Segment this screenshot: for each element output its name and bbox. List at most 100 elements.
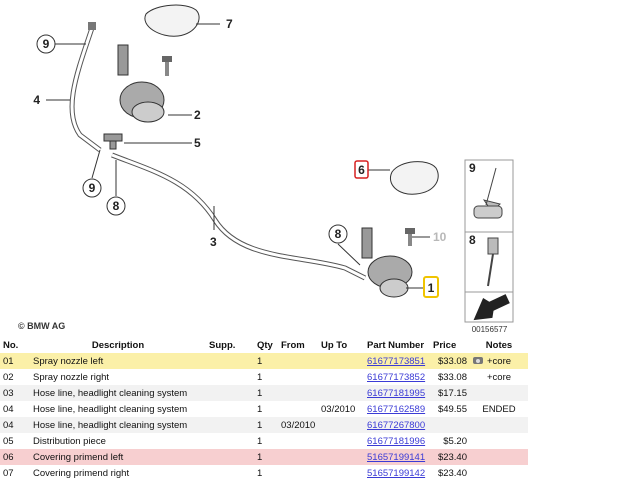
callout-3[interactable]: 3	[210, 235, 217, 249]
part-number-link[interactable]: 61677173851	[367, 355, 426, 367]
header-supp[interactable]: Supp.	[209, 340, 236, 351]
side-callout-8[interactable]: 8	[469, 233, 476, 247]
callout-9-mid[interactable]: 9	[82, 178, 102, 198]
cell-price: $23.40	[430, 449, 470, 465]
side-callout-9[interactable]: 9	[469, 161, 476, 175]
table-row[interactable]: 04 Hose line, headlight cleaning system …	[0, 401, 528, 417]
table-row[interactable]: 05 Distribution piece 1 61677181996 $5.2…	[0, 433, 528, 449]
cell-description: Covering primend right	[30, 465, 206, 481]
cell-from	[278, 353, 318, 369]
cell-no: 01	[0, 353, 30, 369]
part-number-link[interactable]: 51657199141	[367, 451, 426, 463]
header-price[interactable]: Price	[433, 340, 457, 351]
header-from[interactable]: From	[281, 340, 305, 351]
cell-part-number: 61677173851	[364, 353, 430, 369]
part-number-link[interactable]: 61677162589	[367, 403, 426, 415]
cell-qty: 1	[254, 449, 278, 465]
leader-lines	[46, 23, 430, 289]
svg-text:9: 9	[43, 37, 50, 51]
cell-notes	[470, 417, 528, 433]
cell-no: 06	[0, 449, 30, 465]
callout-4[interactable]: 4	[33, 93, 40, 107]
header-up-to[interactable]: Up To	[321, 340, 348, 351]
cell-qty: 1	[254, 433, 278, 449]
cell-no: 02	[0, 369, 30, 385]
cell-from	[278, 401, 318, 417]
part-number-link[interactable]: 61677173852	[367, 371, 426, 383]
callout-6[interactable]: 6	[354, 160, 369, 179]
cell-no: 04	[0, 417, 30, 433]
cell-up-to	[318, 417, 364, 433]
cell-qty: 1	[254, 401, 278, 417]
part-number-link[interactable]: 51657199142	[367, 467, 426, 479]
table-row[interactable]: 01 Spray nozzle left 1 61677173851 $33.0…	[0, 353, 528, 369]
svg-text:6: 6	[358, 163, 365, 177]
cell-qty: 1	[254, 369, 278, 385]
cell-part-number: 51657199142	[364, 465, 430, 481]
cell-price: $49.55	[430, 401, 470, 417]
parts-table: No. Description Supp. Qty From Up To Par…	[0, 338, 528, 481]
cell-up-to: 03/2010	[318, 401, 364, 417]
cell-supp	[206, 385, 254, 401]
table-row[interactable]: 04 Hose line, headlight cleaning system …	[0, 417, 528, 433]
callout-1[interactable]: 1	[423, 276, 439, 298]
side-detail-panel: 9 8	[464, 159, 514, 323]
callout-8-right[interactable]: 8	[328, 224, 348, 244]
part-number-link[interactable]: 61677181996	[367, 435, 426, 447]
cell-from	[278, 369, 318, 385]
copyright-label: © BMW AG	[18, 321, 66, 331]
cell-qty: 1	[254, 385, 278, 401]
cell-part-number: 61677267800	[364, 417, 430, 433]
svg-text:1: 1	[428, 281, 435, 295]
screw-drawing-10	[405, 228, 415, 246]
cell-supp	[206, 433, 254, 449]
cell-up-to	[318, 353, 364, 369]
header-no[interactable]: No.	[3, 340, 19, 351]
cell-notes: +core	[470, 369, 528, 385]
table-row[interactable]: 07 Covering primend right 1 51657199142 …	[0, 465, 528, 481]
cell-part-number: 61677181995	[364, 385, 430, 401]
cell-supp	[206, 465, 254, 481]
callout-9-top[interactable]: 9	[36, 34, 56, 54]
cell-price: $33.08	[430, 369, 470, 385]
table-header-row: No. Description Supp. Qty From Up To Par…	[0, 338, 528, 353]
cell-notes	[470, 385, 528, 401]
header-description[interactable]: Description	[91, 340, 145, 351]
header-qty[interactable]: Qty	[257, 340, 273, 351]
cell-supp	[206, 353, 254, 369]
cell-up-to	[318, 449, 364, 465]
callout-10[interactable]: 10	[433, 230, 447, 244]
part-number-link[interactable]: 61677267800	[367, 419, 426, 431]
covering-drawing-top	[144, 4, 200, 37]
cell-notes: ENDED	[470, 401, 528, 417]
callout-8-mid[interactable]: 8	[106, 196, 126, 216]
svg-text:8: 8	[113, 199, 120, 213]
callout-2[interactable]: 2	[194, 108, 201, 122]
part-number-link[interactable]: 61677181995	[367, 387, 426, 399]
cell-notes	[470, 433, 528, 449]
cell-notes: +core	[470, 353, 528, 369]
cell-qty: 1	[254, 465, 278, 481]
header-part-number[interactable]: Part Number	[367, 340, 425, 351]
table-row[interactable]: 06 Covering primend left 1 51657199141 $…	[0, 449, 528, 465]
callout-5[interactable]: 5	[194, 136, 201, 150]
cell-no: 04	[0, 401, 30, 417]
cell-from	[278, 449, 318, 465]
table-row[interactable]: 02 Spray nozzle right 1 61677173852 $33.…	[0, 369, 528, 385]
cell-price: $5.20	[430, 433, 470, 449]
cell-supp	[206, 449, 254, 465]
cell-up-to	[318, 385, 364, 401]
covering-drawing-6	[390, 161, 439, 195]
cell-price	[430, 417, 470, 433]
table-row[interactable]: 03 Hose line, headlight cleaning system …	[0, 385, 528, 401]
cell-from	[278, 385, 318, 401]
spray-nozzle-left-drawing	[361, 227, 413, 298]
cell-no: 07	[0, 465, 30, 481]
cell-supp	[206, 401, 254, 417]
spray-nozzle-right-drawing	[117, 44, 165, 123]
callout-7[interactable]: 7	[226, 17, 233, 31]
cell-up-to	[318, 369, 364, 385]
distribution-piece-drawing	[103, 133, 123, 150]
header-notes[interactable]: Notes	[485, 340, 513, 351]
camera-icon[interactable]	[473, 357, 483, 365]
